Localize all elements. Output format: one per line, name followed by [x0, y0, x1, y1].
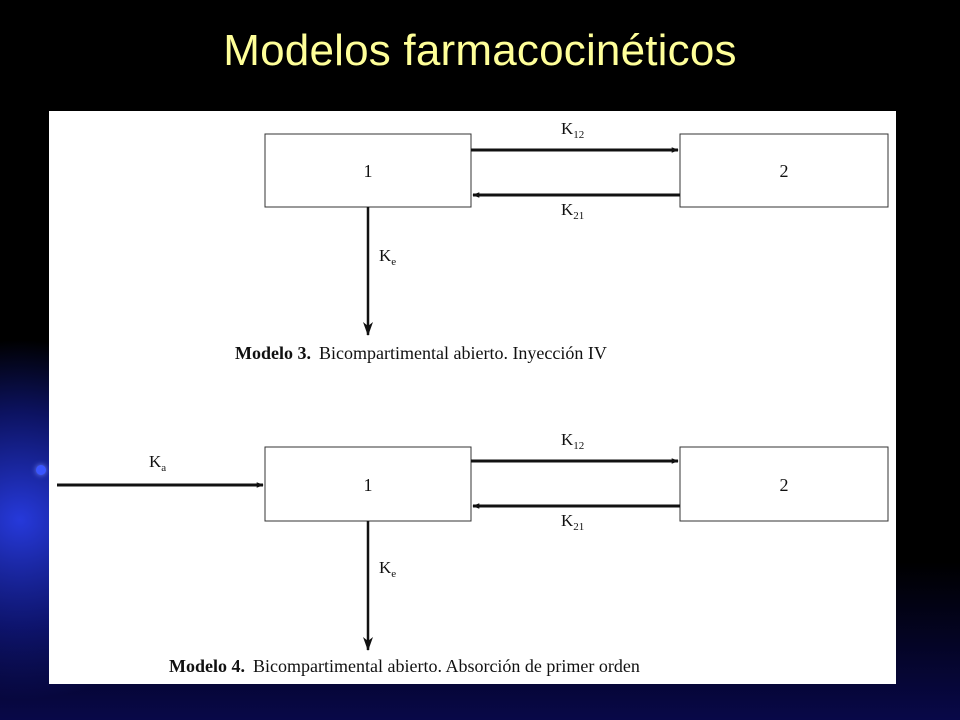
- slide-title: Modelos farmacocinéticos: [223, 26, 737, 75]
- model3-k21-label: K21: [561, 200, 584, 222]
- model3-caption: Modelo 3.Bicompartimental abierto. Inyec…: [235, 343, 607, 363]
- pharmacokinetic-diagram: 1 2 K12 K21 Ke Modelo 3.Bicompartimental…: [57, 119, 889, 676]
- model3-compartment-1-box: [264, 133, 472, 208]
- model4-caption: Modelo 4.Bicompartimental abierto. Absor…: [169, 656, 640, 676]
- model3-ke-label: Ke: [379, 246, 396, 268]
- bullet-dot: [36, 465, 46, 475]
- model4-compartment-2-box: [679, 446, 889, 522]
- model-4-diagram: 1 2 Ka K12 K21 Ke Modelo 4.Bicompartimen…: [57, 430, 889, 676]
- model4-compartment-2-label: 2: [780, 475, 789, 495]
- model4-ke-label: Ke: [379, 558, 396, 580]
- diagram-panel: 1 2 K12 K21 Ke Modelo 3.Bicompartimental…: [49, 111, 896, 684]
- model4-k12-label: K12: [561, 430, 584, 452]
- model-3-diagram: 1 2 K12 K21 Ke Modelo 3.Bicompartimental…: [235, 119, 889, 363]
- model4-compartment-1-box: [264, 446, 472, 522]
- model4-k21-label: K21: [561, 511, 584, 533]
- model3-compartment-2-box: [679, 133, 889, 208]
- model3-compartment-1-label: 1: [364, 161, 373, 181]
- model4-ka-label: Ka: [149, 452, 166, 474]
- model4-compartment-1-label: 1: [364, 475, 373, 495]
- model3-compartment-2-label: 2: [780, 161, 789, 181]
- model3-k12-label: K12: [561, 119, 584, 141]
